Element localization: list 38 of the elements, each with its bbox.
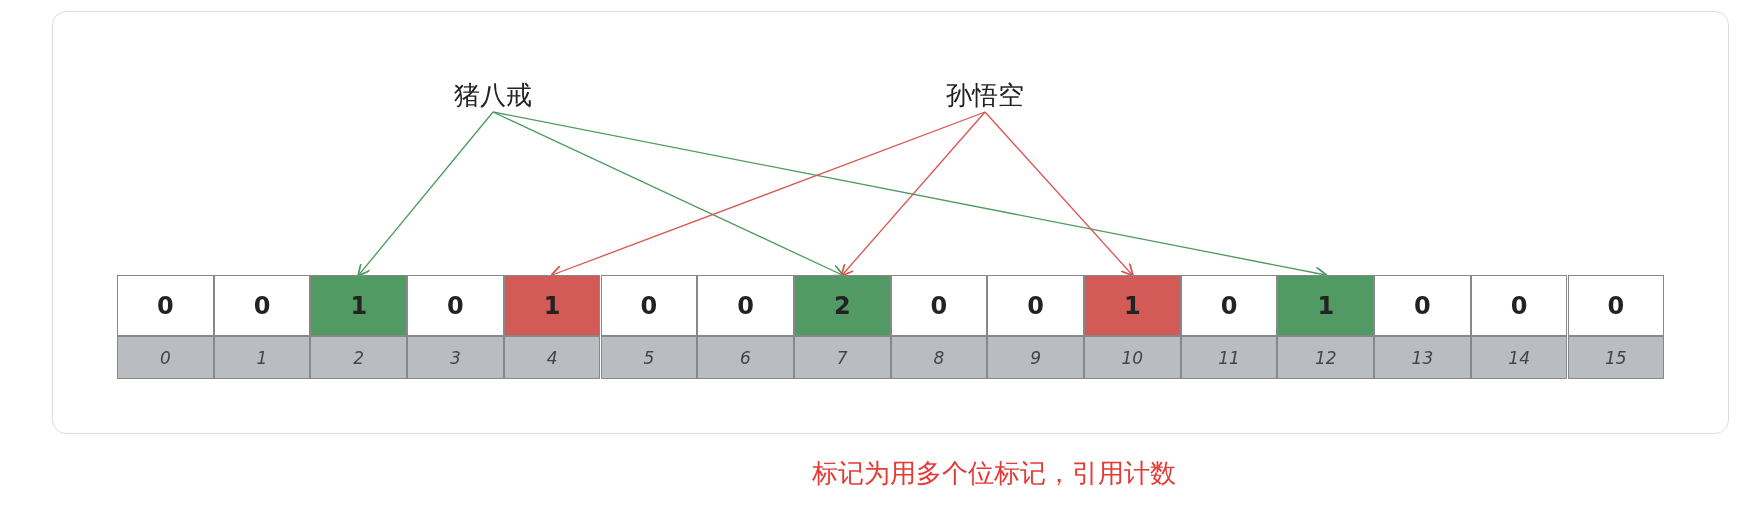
index-cell: 2: [310, 336, 408, 379]
bit-cell: 0: [117, 275, 214, 336]
index-cell: 13: [1374, 336, 1471, 379]
bit-cell: 1: [310, 275, 408, 336]
bit-cell: 1: [1277, 275, 1375, 336]
index-cell: 10: [1084, 336, 1181, 379]
index-cell: 15: [1567, 336, 1665, 379]
index-cell: 14: [1470, 336, 1568, 379]
bit-cell: 0: [1567, 275, 1665, 336]
bit-cell: 0: [1470, 275, 1568, 336]
bit-cell: 0: [600, 275, 698, 336]
caption: 标记为用多个位标记，引用计数: [811, 457, 1177, 490]
name-label: 孙悟空: [935, 80, 1035, 110]
index-cell: 6: [697, 336, 794, 379]
bit-cell: 1: [503, 275, 601, 336]
bit-cell: 1: [1084, 275, 1181, 336]
index-cell: 5: [600, 336, 698, 379]
index-cell: 11: [1180, 336, 1278, 379]
index-cell: 12: [1277, 336, 1375, 379]
index-cell: 3: [407, 336, 504, 379]
index-cell: 9: [987, 336, 1084, 379]
index-cell: 1: [213, 336, 311, 379]
arrow: [357, 111, 494, 277]
index-cell: 7: [793, 336, 891, 379]
bit-cell: 0: [213, 275, 311, 336]
bit-cell: 0: [1374, 275, 1471, 336]
index-cell: 0: [117, 336, 214, 379]
bit-cell: 0: [890, 275, 988, 336]
index-cell: 8: [890, 336, 988, 379]
bit-cell: 0: [697, 275, 794, 336]
bit-cell: 2: [793, 275, 891, 336]
arrow: [984, 111, 1134, 277]
bit-cell: 0: [407, 275, 504, 336]
arrow: [840, 111, 986, 277]
bit-cell: 0: [1180, 275, 1278, 336]
name-label: 猪八戒: [443, 80, 543, 110]
index-cell: 4: [503, 336, 601, 379]
bit-cell: 0: [987, 275, 1084, 336]
